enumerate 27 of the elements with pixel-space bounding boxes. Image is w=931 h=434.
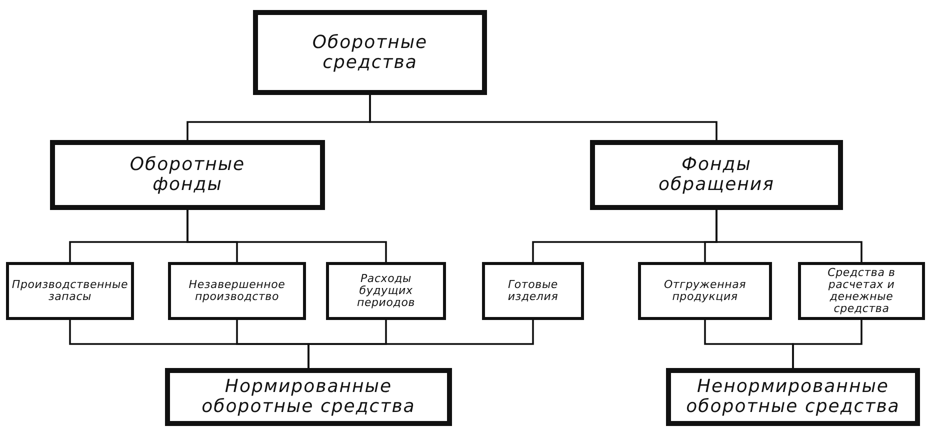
connector-line <box>308 320 534 368</box>
text-box <box>168 262 306 320</box>
text-box <box>253 10 487 95</box>
text-box <box>50 140 325 210</box>
text-box <box>798 262 925 320</box>
box-label: Ненормированные оборотные средства <box>685 377 901 417</box>
box-label: Расходы будущих периодов <box>356 272 416 310</box>
text-box <box>666 368 920 426</box>
box-label: Производственные запасы <box>12 278 128 304</box>
text-box <box>6 262 134 320</box>
text-box <box>590 140 843 210</box>
connector-line <box>792 320 862 368</box>
box-label: Фонды обращения <box>658 155 776 195</box>
box-label: Оборотные средства <box>311 32 429 72</box>
connector-line <box>369 95 718 140</box>
box-label: Отгруженная продукция <box>662 278 748 304</box>
connector-line <box>186 210 387 262</box>
text-box <box>638 262 772 320</box>
box-label: Оборотные фонды <box>128 155 246 195</box>
box-label: Нормированные оборотные средства <box>200 377 416 417</box>
text-box <box>482 262 584 320</box>
box-label: Незавершенное производство <box>188 278 286 304</box>
text-box <box>326 262 446 320</box>
box-label: Средства в расчетах и денежные средства <box>826 266 896 316</box>
text-box <box>165 368 452 426</box>
connector-line <box>716 210 862 262</box>
box-label: Готовые изделия <box>506 278 560 304</box>
